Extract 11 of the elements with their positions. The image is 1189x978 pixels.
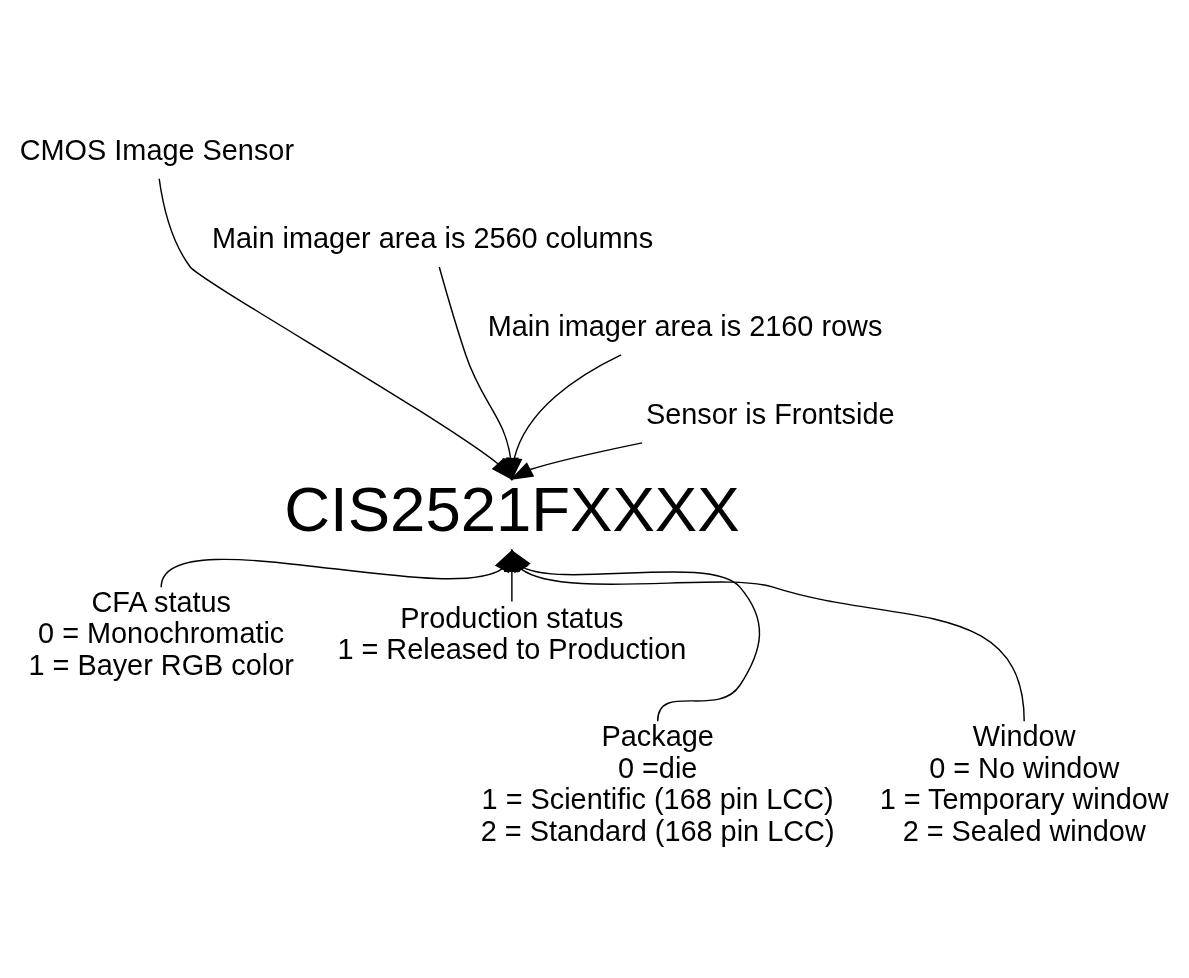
node-text: Production status 1 = Released to Production xyxy=(337,601,687,666)
arrow xyxy=(509,442,643,480)
arrow xyxy=(506,354,622,482)
node-text: Main imager area is 2560 columns xyxy=(211,222,654,254)
node-text: Package 0 =die 1 = Scientific (168 pin LCC) 2 = Standard (168 pin LCC) xyxy=(480,719,835,848)
node-text: Window 0 = No window 1 = Temporary window 2 = Sealed window xyxy=(879,719,1169,848)
node-text: CMOS Image Sensor xyxy=(19,133,294,166)
node-text: Main imager area is 2160 rows xyxy=(487,310,883,343)
node-text: Sensor is Frontside xyxy=(645,398,895,431)
node-text: CFA status 0 = Monochromatic 1 = Bayer RGB color xyxy=(28,585,294,682)
node-text: CIS2521FXXXX xyxy=(284,474,740,545)
